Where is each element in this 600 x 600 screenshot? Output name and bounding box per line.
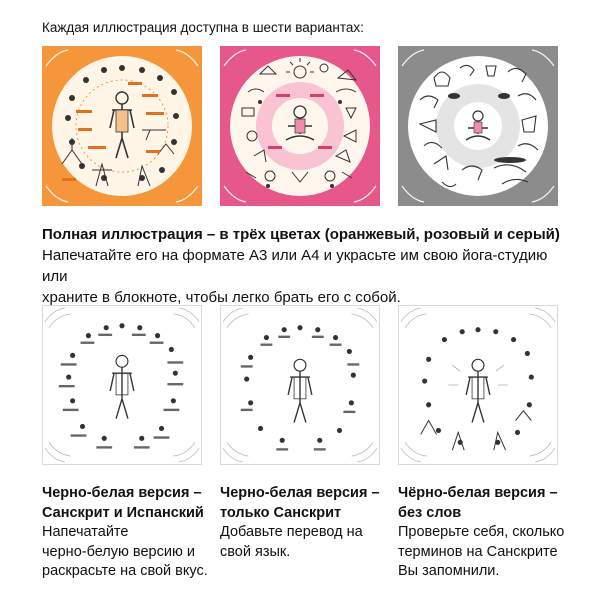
caption-desc-line2: свой язык.: [220, 543, 291, 560]
gray-illustration: [398, 46, 558, 206]
bw-sanskrit-spanish-illustration: [42, 305, 202, 465]
caption-title-line2: только Санскрит: [220, 504, 342, 521]
caption-desc-line1: Напечатайте: [42, 524, 129, 540]
caption-desc-line1: Проверьте себя, сколько: [398, 524, 565, 540]
caption-sanskrit-only: Черно-белая версия – только Санскрит Доб…: [220, 484, 395, 562]
full-illustration-desc-line1: Напечатайте его на формате А3 или А4 и у…: [42, 247, 548, 285]
page-header: Каждая иллюстрация доступна в шести вари…: [42, 20, 364, 35]
full-illustration-title: Полная иллюстрация – в трёх цветах (оран…: [42, 226, 560, 243]
caption-title-line1: Чёрно-белая версия –: [398, 485, 558, 501]
caption-desc-line3: Вы запомнили.: [398, 563, 500, 579]
caption-title-line1: Черно-белая версия –: [42, 485, 202, 501]
full-illustration-desc-line2: храните в блокноте, чтобы легко брать ег…: [42, 289, 401, 306]
caption-desc-line2: черно-белую версию и: [42, 543, 195, 560]
caption-no-words: Чёрно-белая версия – без слов Проверьте …: [398, 484, 573, 582]
caption-desc-line2: терминов на Санскрите: [398, 543, 558, 560]
pink-illustration: [220, 46, 380, 206]
caption-title-line1: Черно-белая версия –: [220, 485, 380, 501]
bw-no-words-illustration: [398, 305, 558, 465]
caption-title-line2: без слов: [398, 504, 462, 521]
caption-desc-line3: раскрасьте на свой вкус.: [42, 563, 208, 579]
caption-desc-line1: Добавьте перевод на: [220, 524, 363, 540]
caption-sanskrit-spanish: Черно-белая версия – Санскрит и Испански…: [42, 484, 217, 582]
caption-title-line2: Санскрит и Испанский: [42, 504, 204, 521]
orange-illustration: [42, 46, 202, 206]
bw-sanskrit-only-illustration: [220, 305, 380, 465]
full-illustration-info: Полная иллюстрация – в трёх цветах (оран…: [42, 225, 572, 308]
